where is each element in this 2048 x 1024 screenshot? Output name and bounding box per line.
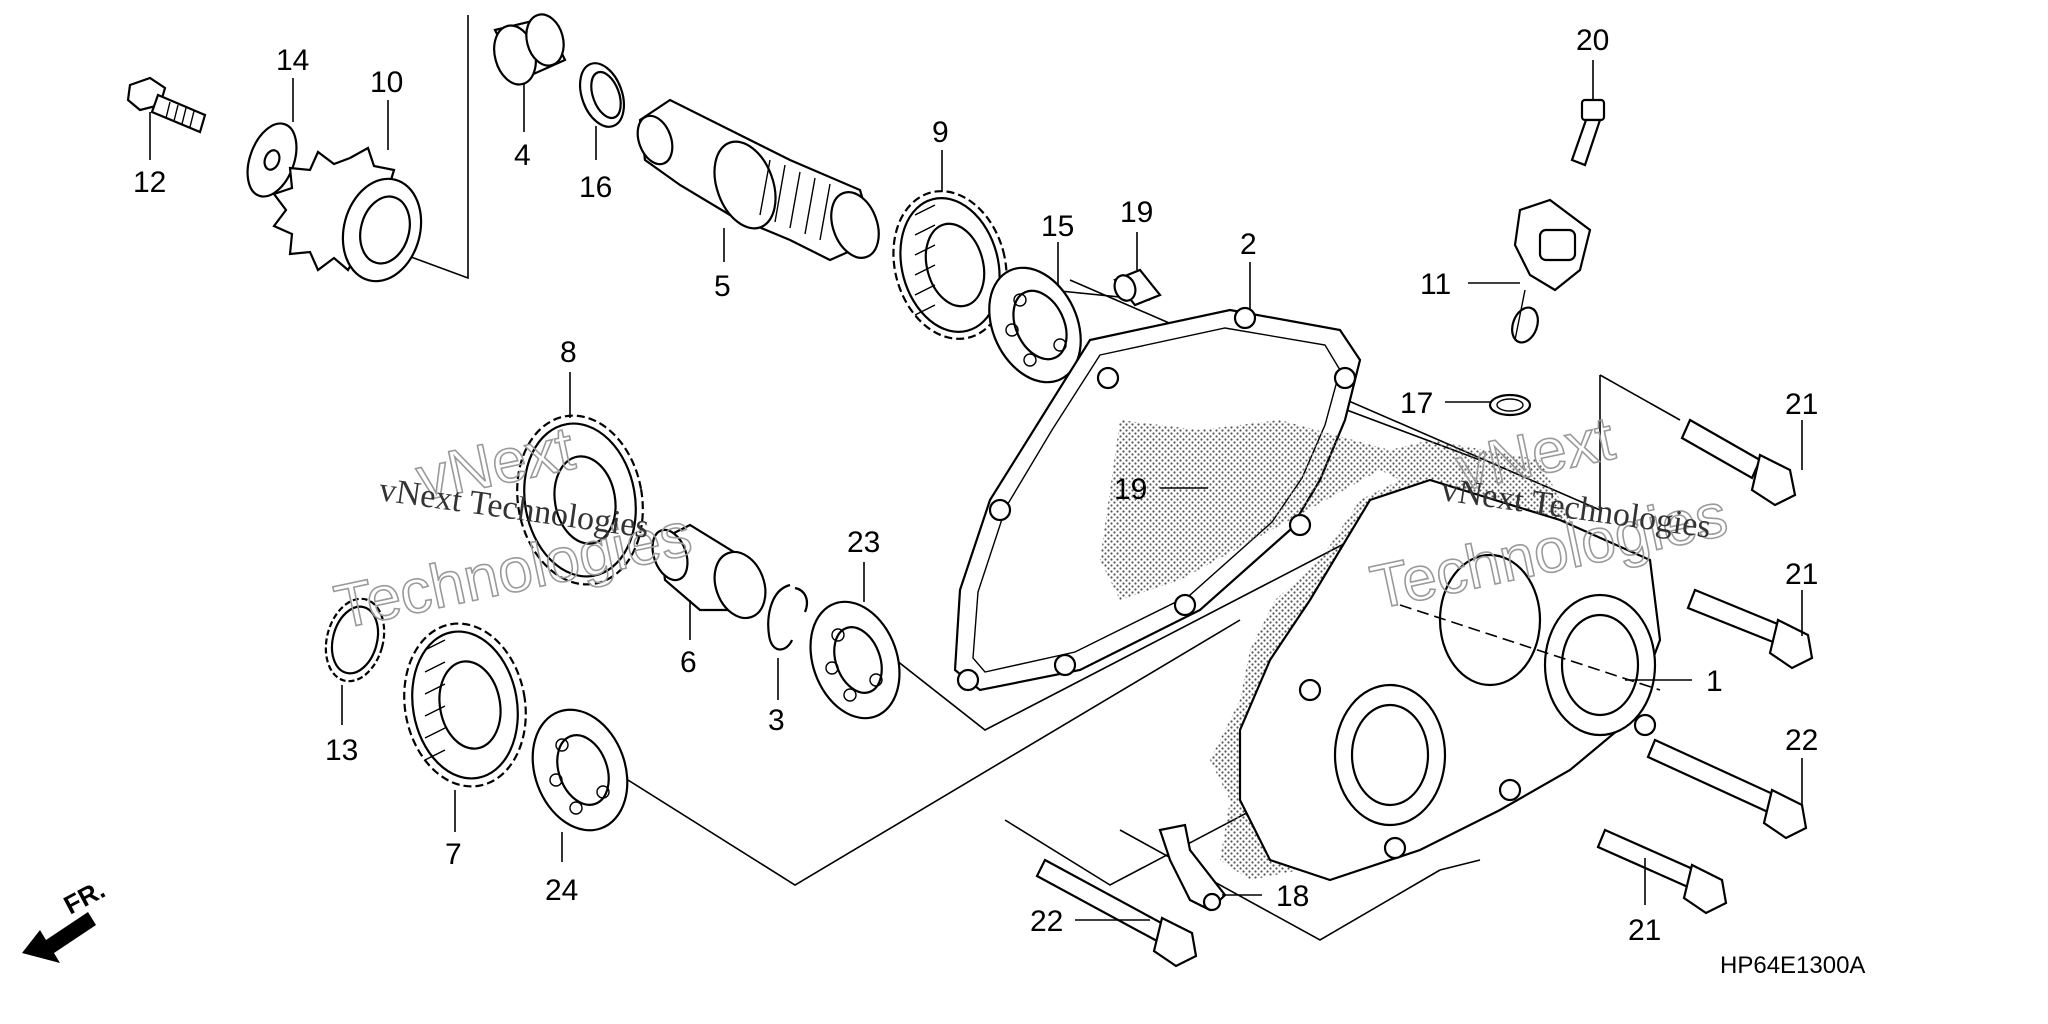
callout-4: 4 [514,84,531,172]
callout-19-lower: 19 [1114,473,1208,506]
callout-1: 1 [1625,665,1723,698]
part-13-snap-ring [324,597,386,683]
callout-24: 24 [545,832,578,907]
callout-21-b: 21 [1785,558,1818,636]
part-7-gear [403,622,527,788]
callout-23: 23 [847,526,880,602]
callout-15: 15 [1041,210,1074,285]
part-4-collar [493,13,567,86]
svg-text:24: 24 [545,874,578,907]
part-6-sleeve [651,523,767,620]
part-22-bolt-a [1646,738,1808,840]
callout-10: 10 [370,66,403,150]
svg-text:6: 6 [680,646,697,679]
svg-text:15: 15 [1041,210,1074,243]
svg-text:5: 5 [714,270,731,303]
callout-7: 7 [445,790,462,871]
svg-text:16: 16 [579,171,612,204]
part-14-washer [246,122,298,198]
callout-17: 17 [1400,387,1490,420]
callout-13: 13 [325,685,358,767]
callout-22-a: 22 [1785,724,1818,805]
svg-text:FR.: FR. [59,874,110,920]
callout-5: 5 [714,228,731,303]
part-16-oil-seal [578,62,626,128]
part-1-cover [1100,420,1662,882]
part-12-bolt [126,76,207,134]
svg-text:22: 22 [1785,724,1818,757]
svg-text:20: 20 [1576,24,1609,57]
callout-2: 2 [1240,228,1257,310]
watermark-left: vNext Technologies vNext Technologies [328,413,698,643]
callout-11: 11 [1420,268,1520,301]
callout-8: 8 [560,336,577,418]
callout-19-upper: 19 [1120,196,1153,270]
svg-text:4: 4 [514,139,531,172]
svg-text:17: 17 [1400,387,1433,420]
svg-text:11: 11 [1420,268,1451,301]
callout-14: 14 [276,44,309,122]
part-24-bearing [531,708,629,832]
callout-16: 16 [579,126,612,204]
callout-21-c: 21 [1628,858,1661,947]
part-18-bracket [1158,823,1227,912]
part-5-shaft [636,98,880,262]
svg-text:7: 7 [445,838,462,871]
svg-text:12: 12 [133,166,166,199]
svg-text:22: 22 [1030,905,1063,938]
svg-text:10: 10 [370,66,403,99]
svg-text:23: 23 [847,526,880,559]
svg-text:8: 8 [560,336,577,369]
part-15-bearing [988,266,1082,384]
part-21-bolt-b [1686,588,1814,670]
callout-22-b: 22 [1030,905,1150,938]
part-8-gear [516,414,644,586]
part-19-dowel-pin-upper [1113,268,1162,307]
svg-text:19: 19 [1120,196,1153,229]
part-11-speed-sensor [1511,198,1592,344]
part-3-circlip [767,583,809,651]
callout-12: 12 [133,112,166,199]
svg-text:19: 19 [1114,473,1147,506]
part-23-bearing [809,600,901,720]
callout-18: 18 [1222,880,1309,913]
callout-9: 9 [932,116,949,192]
callout-21-a: 21 [1785,388,1818,470]
part-9-gear [892,190,1008,340]
front-direction-arrow: FR. [22,874,110,963]
part-17-o-ring [1488,393,1532,417]
diagram-code: HP64E1300A [1720,952,1865,979]
svg-text:21: 21 [1785,558,1818,591]
svg-text:18: 18 [1276,880,1309,913]
svg-text:9: 9 [932,116,949,149]
part-21-bolt-a [1680,418,1797,507]
svg-text:14: 14 [276,44,309,77]
part-10-sprocket [272,146,423,283]
callout-3: 3 [768,658,785,737]
part-20-bolt [1570,98,1606,167]
callout-20: 20 [1576,24,1609,100]
part-21-bolt-c [1596,828,1728,915]
svg-text:21: 21 [1785,388,1818,421]
svg-text:2: 2 [1240,228,1257,261]
svg-text:1: 1 [1706,665,1723,698]
callout-6: 6 [680,600,697,679]
svg-text:13: 13 [325,734,358,767]
svg-text:21: 21 [1628,914,1661,947]
svg-text:3: 3 [768,704,785,737]
